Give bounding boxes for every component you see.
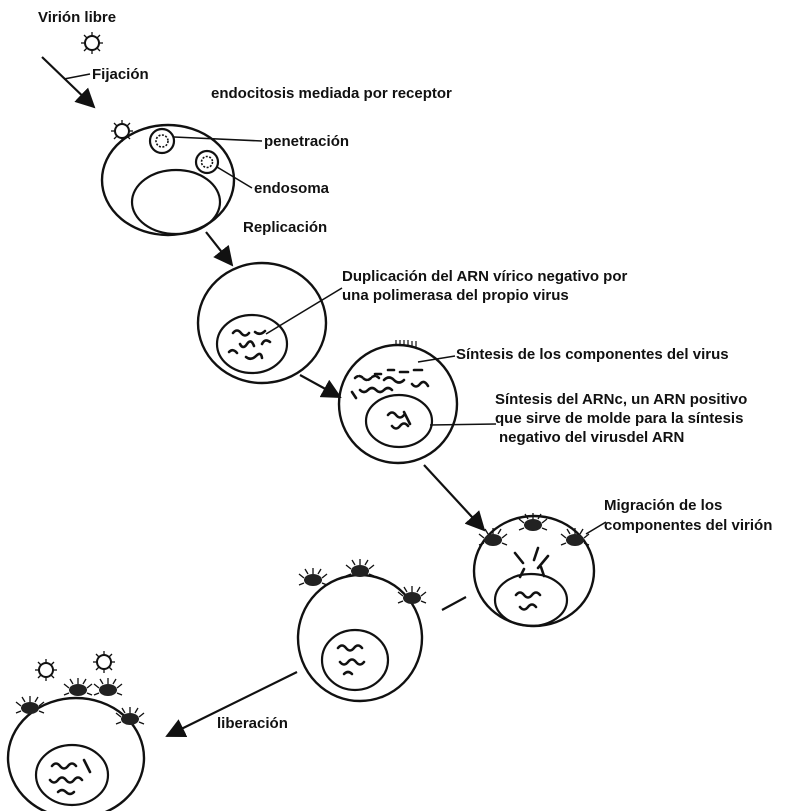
label-migracion-line1: Migración de los bbox=[604, 497, 722, 514]
label-migracion-line2: componentes del virión bbox=[604, 517, 772, 534]
label-penetracion: penetración bbox=[264, 133, 349, 150]
released-virion-icon bbox=[92, 650, 116, 674]
viral-components bbox=[350, 368, 430, 400]
nucleus bbox=[493, 572, 569, 628]
budding-virion-icon bbox=[345, 558, 375, 578]
label-sintesis-componentes: Síntesis de los componentes del virus bbox=[456, 346, 729, 363]
nucleus bbox=[364, 393, 434, 449]
budding-virion-icon bbox=[115, 706, 145, 726]
replication-arrow bbox=[205, 231, 234, 267]
nucleus bbox=[130, 168, 222, 236]
fijacion-leader-line bbox=[63, 73, 91, 80]
duplicacion-leader-line bbox=[265, 287, 343, 335]
penetracion-leader-line bbox=[173, 136, 263, 142]
host-cell bbox=[337, 343, 459, 465]
host-cell bbox=[6, 696, 146, 811]
released-virion-icon bbox=[34, 658, 58, 682]
label-duplicacion-line1: Duplicación del ARN vírico negativo por bbox=[342, 268, 627, 285]
label-endocitosis: endocitosis mediada por receptor bbox=[211, 85, 452, 102]
migration-arrow bbox=[423, 464, 486, 532]
host-cell bbox=[196, 261, 328, 385]
nuclear-rna bbox=[48, 758, 92, 796]
label-duplicacion-line2: una polimerasa del propio virus bbox=[342, 287, 569, 304]
viral-rna-strands bbox=[227, 329, 272, 361]
nucleus bbox=[320, 628, 390, 692]
migracion-leader-line bbox=[585, 521, 607, 535]
label-virion-libre: Virión libre bbox=[38, 9, 116, 26]
nuclear-rna bbox=[514, 591, 542, 611]
attached-virion-icon bbox=[110, 119, 134, 143]
released-virion-icon bbox=[63, 677, 93, 697]
migrating-components bbox=[513, 546, 550, 579]
label-sintesis-arnc-line2: que sirve de molde para la síntesis bbox=[495, 410, 743, 427]
released-virion-icon bbox=[93, 677, 123, 697]
sintesis-componentes-leader-line bbox=[417, 355, 456, 363]
label-replicacion: Replicación bbox=[243, 219, 327, 236]
endosome-2 bbox=[194, 149, 220, 175]
attachment-arrow bbox=[41, 56, 96, 109]
budding-virion-icon bbox=[15, 695, 45, 715]
label-sintesis-arnc-line1: Síntesis del ARNc, un ARN positivo bbox=[495, 391, 747, 408]
free-virion-icon bbox=[80, 31, 104, 55]
host-cell bbox=[472, 514, 596, 628]
cell-budding-stage bbox=[296, 558, 427, 703]
release-arrow bbox=[165, 671, 298, 738]
label-fijacion: Fijación bbox=[92, 66, 149, 83]
nucleus bbox=[34, 743, 110, 807]
endosome-1 bbox=[148, 127, 176, 155]
sintesis-arnc-leader-line bbox=[429, 423, 497, 426]
budding-virion-icon bbox=[560, 527, 590, 547]
dashed-transition-mark bbox=[441, 596, 467, 611]
synthesis-arrow bbox=[299, 374, 342, 398]
label-liberacion: liberación bbox=[217, 715, 288, 732]
cell-release-stage bbox=[6, 650, 146, 811]
nuclear-rna bbox=[386, 410, 412, 430]
budding-virion-icon bbox=[298, 567, 328, 587]
cell-migration-stage bbox=[472, 512, 607, 628]
endosoma-leader-line bbox=[216, 166, 253, 189]
cell-duplication-stage bbox=[196, 261, 343, 385]
membrane-spikes bbox=[395, 340, 417, 347]
budding-virion-icon bbox=[397, 585, 427, 605]
cell-synthesis-stage bbox=[337, 340, 497, 465]
host-cell bbox=[296, 573, 424, 703]
host-cell bbox=[100, 123, 236, 237]
nuclear-rna bbox=[336, 644, 366, 676]
cell-penetration-stage bbox=[100, 119, 263, 237]
label-endosoma: endosoma bbox=[254, 180, 330, 197]
label-sintesis-arnc-line3: negativo del virusdel ARN bbox=[499, 429, 684, 446]
nucleus bbox=[215, 313, 289, 375]
